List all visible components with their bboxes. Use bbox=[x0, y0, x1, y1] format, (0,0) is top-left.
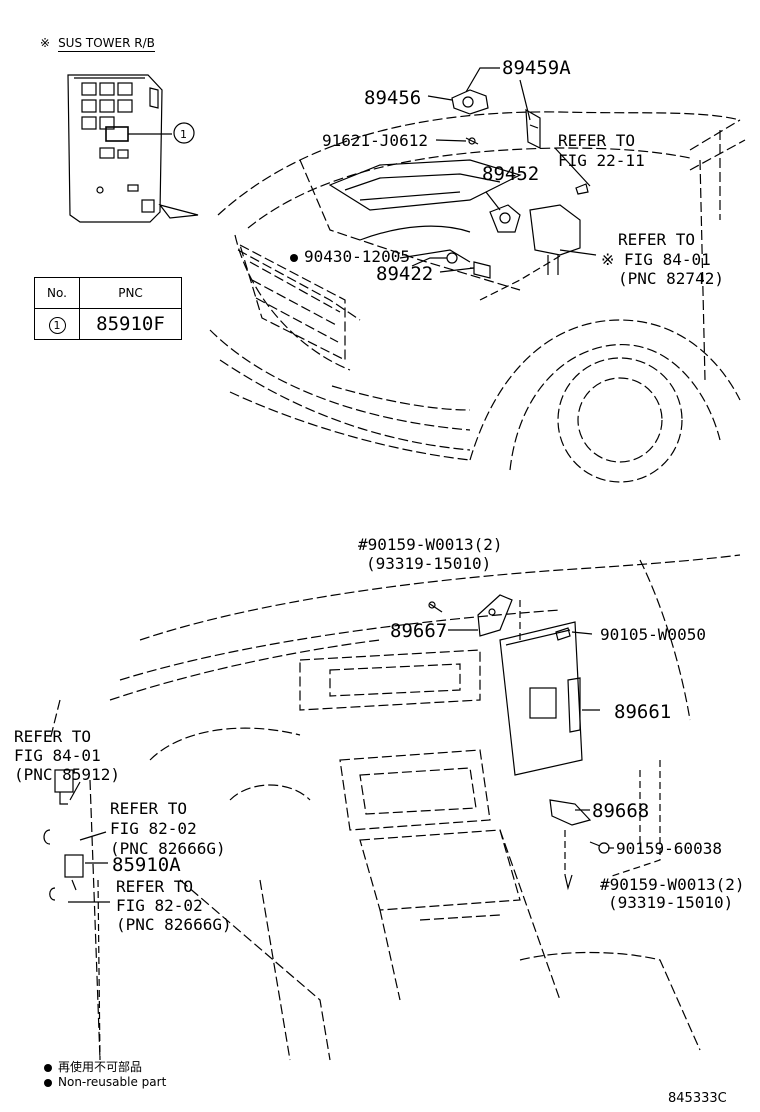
label-89456: 89456 bbox=[364, 87, 422, 109]
screw-bottom-illustration bbox=[564, 874, 573, 891]
label-91621: 91621-J0612 bbox=[322, 131, 428, 150]
label-89422: 89422 bbox=[376, 263, 434, 285]
label-refer-85912-c: (PNC 85912) bbox=[14, 765, 120, 784]
non-reusable-dot bbox=[290, 253, 298, 262]
label-89661: 89661 bbox=[614, 701, 672, 723]
label-90105: 90105-W0050 bbox=[600, 625, 706, 644]
bolt-90159-top-illustration bbox=[428, 601, 443, 613]
row-no-circle: 1 bbox=[48, 317, 66, 334]
label-refer-82666-1b: FIG 82-02 bbox=[110, 819, 197, 838]
label-refer-84-01-c: (PNC 82742) bbox=[618, 269, 724, 288]
legend-text-2: Non-reusable part bbox=[58, 1075, 167, 1089]
row-pnc: 85910F bbox=[79, 308, 182, 340]
lower-leader-lines bbox=[68, 629, 614, 903]
callout-1 bbox=[173, 122, 195, 144]
label-refer-82666-2a: REFER TO bbox=[116, 877, 194, 896]
label-93319-bottom: (93319-15010) bbox=[608, 893, 734, 912]
lower-dashed-leaders bbox=[97, 600, 661, 1061]
sus-tower-note: ※ SUS TOWER R/B bbox=[40, 36, 155, 52]
relay-block-illustration bbox=[67, 74, 199, 223]
label-refer-85912-a: REFER TO bbox=[14, 727, 92, 746]
dashboard-illustration bbox=[49, 554, 741, 1061]
label-refer-82666-2b: FIG 82-02 bbox=[116, 896, 203, 915]
engine-bay-illustration bbox=[328, 159, 522, 263]
label-refer-82666-1a: REFER TO bbox=[110, 799, 188, 818]
label-89459a: 89459A bbox=[502, 57, 571, 79]
note-mark: ※ bbox=[40, 36, 51, 50]
legend-text-1: 再使用不可部品 bbox=[58, 1060, 143, 1074]
car-front-illustration bbox=[209, 111, 746, 483]
height-sensor-89456-illustration bbox=[451, 89, 489, 115]
leader-dashed-long bbox=[479, 255, 561, 301]
upper-leader-lines bbox=[411, 67, 597, 273]
callout-number: 1 bbox=[180, 128, 187, 141]
pnc-table-row: 1 85910F bbox=[34, 308, 182, 340]
legend-dot-2 bbox=[44, 1078, 52, 1087]
label-refer-22-11-b: FIG 22-11 bbox=[558, 151, 645, 170]
label-89452: 89452 bbox=[482, 163, 540, 185]
label-90430-text: 90430-12005 bbox=[304, 247, 410, 266]
label-refer-82666-1c: (PNC 82666G) bbox=[110, 839, 226, 858]
ecu-bracket-upper-illustration bbox=[529, 204, 581, 275]
pnc-table: No. PNC 1 85910F bbox=[34, 277, 182, 340]
label-85910a: 85910A bbox=[112, 854, 181, 876]
bolt-91621-illustration bbox=[465, 137, 479, 145]
col-pnc: PNC bbox=[79, 277, 182, 309]
label-refer-22-11-a: REFER TO bbox=[558, 131, 636, 150]
note-title: SUS TOWER R/B bbox=[58, 36, 155, 52]
actuator-89452-illustration bbox=[489, 204, 521, 233]
label-89668: 89668 bbox=[592, 800, 650, 822]
label-refer-85912-b: FIG 84-01 bbox=[14, 746, 101, 765]
label-90159-w0013-top: #90159-W0013(2) bbox=[358, 535, 503, 554]
row-no: 1 bbox=[34, 308, 80, 340]
legend-line-2: Non-reusable part bbox=[44, 1075, 166, 1089]
clip-90430-illustration bbox=[446, 252, 458, 264]
label-90430: 90430-12005 bbox=[290, 248, 410, 265]
col-no: No. bbox=[34, 277, 80, 309]
bracket-89668-illustration bbox=[549, 799, 592, 826]
screw-upper-illustration bbox=[575, 183, 589, 195]
bracket-89459a-illustration bbox=[525, 108, 541, 149]
label-90159-60038: 90159-60038 bbox=[616, 839, 722, 858]
bolt-90105-illustration bbox=[555, 627, 571, 641]
label-refer-82666-2c: (PNC 82666G) bbox=[116, 915, 232, 934]
label-89667: 89667 bbox=[390, 620, 448, 642]
label-90159-w0013-bottom: #90159-W0013(2) bbox=[600, 875, 745, 894]
figure-code: 845333C bbox=[668, 1091, 727, 1106]
bolt-90159-60038-illustration bbox=[589, 841, 610, 854]
relays-85910-illustration bbox=[43, 769, 84, 901]
label-93319-top: (93319-15010) bbox=[366, 554, 492, 573]
ecu-89661-illustration bbox=[499, 621, 583, 776]
label-refer-84-01-a: REFER TO bbox=[618, 230, 696, 249]
pnc-table-header: No. PNC bbox=[34, 277, 182, 309]
label-refer-84-01-b: ※ FIG 84-01 bbox=[601, 250, 711, 269]
legend-line-1: 再使用不可部品 bbox=[44, 1058, 142, 1075]
bracket-89667-illustration bbox=[477, 594, 513, 637]
legend-dot-1 bbox=[44, 1063, 52, 1072]
